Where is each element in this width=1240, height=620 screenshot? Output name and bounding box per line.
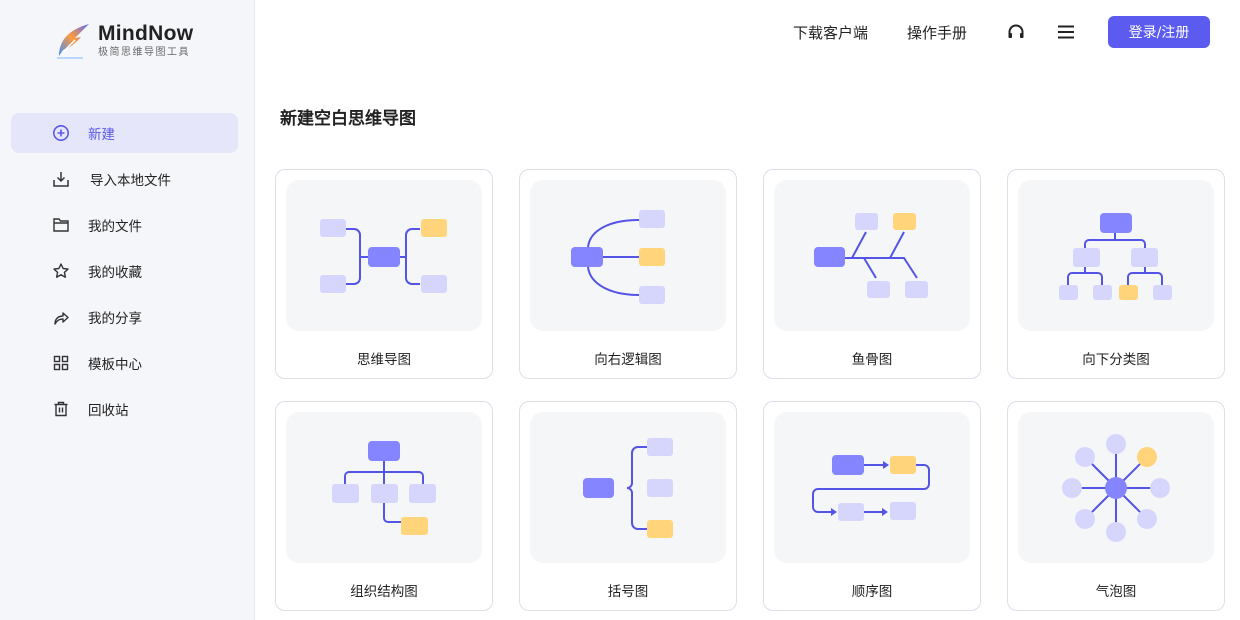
template-card-mind-map[interactable]: 思维导图 <box>275 169 493 379</box>
mind-map-preview-icon <box>286 180 482 331</box>
section-title: 新建空白思维导图 <box>280 109 416 129</box>
star-icon <box>52 262 70 280</box>
template-card-bubble[interactable]: 气泡图 <box>1007 401 1225 611</box>
template-card-bracket[interactable]: 括号图 <box>519 401 737 611</box>
sequence-preview-icon <box>774 412 970 563</box>
sidebar-item-label: 模板中心 <box>88 357 142 373</box>
bubble-preview-icon <box>1018 412 1214 563</box>
template-card-right-logic[interactable]: 向右逻辑图 <box>519 169 737 379</box>
template-card-down-classification[interactable]: 向下分类图 <box>1007 169 1225 379</box>
template-label: 顺序图 <box>851 584 893 600</box>
bracket-preview-icon <box>530 412 726 563</box>
sidebar-item-new[interactable]: 新建 <box>11 113 238 153</box>
hamburger-menu-icon[interactable] <box>1056 22 1076 42</box>
top-bar: 下载客户端 操作手册 登录/注册 <box>793 16 1210 48</box>
download-client-link[interactable]: 下载客户端 <box>792 23 868 42</box>
sidebar-item-favorites[interactable]: 我的收藏 <box>11 251 238 291</box>
template-grid: 思维导图 向右逻 <box>275 169 1225 611</box>
template-grid-icon <box>52 354 70 372</box>
template-label: 向右逻辑图 <box>594 352 662 368</box>
sidebar-item-label: 我的分享 <box>88 311 142 327</box>
manual-link[interactable]: 操作手册 <box>906 23 967 42</box>
template-card-fishbone[interactable]: 鱼骨图 <box>763 169 981 379</box>
main-content: 下载客户端 操作手册 登录/注册 新建空白思维导图 <box>255 0 1240 620</box>
import-icon <box>52 170 70 188</box>
brand-name: MindNow <box>98 21 194 45</box>
brand-tagline: 极简思维导图工具 <box>98 46 190 58</box>
folder-icon <box>52 216 70 234</box>
template-label: 括号图 <box>607 584 649 600</box>
fishbone-preview-icon <box>774 180 970 331</box>
sidebar: MindNow 极简思维导图工具 新建 导入本地文件 我 <box>0 0 255 620</box>
sidebar-item-trash[interactable]: 回收站 <box>11 389 238 429</box>
template-label: 组织结构图 <box>350 584 418 600</box>
down-classification-preview-icon <box>1018 180 1214 331</box>
logo[interactable]: MindNow 极简思维导图工具 <box>53 20 193 60</box>
template-label: 鱼骨图 <box>851 352 893 368</box>
feather-logo-icon <box>57 24 89 59</box>
org-chart-preview-icon <box>286 412 482 563</box>
login-register-button[interactable]: 登录/注册 <box>1108 16 1210 48</box>
right-logic-preview-icon <box>530 180 726 331</box>
template-label: 思维导图 <box>357 352 411 368</box>
plus-circle-icon <box>52 124 70 142</box>
sidebar-item-my-files[interactable]: 我的文件 <box>11 205 238 245</box>
sidebar-item-import[interactable]: 导入本地文件 <box>11 159 238 199</box>
share-icon <box>52 308 70 326</box>
sidebar-item-label: 回收站 <box>88 403 129 419</box>
sidebar-item-templates[interactable]: 模板中心 <box>11 343 238 383</box>
template-card-org-chart[interactable]: 组织结构图 <box>275 401 493 611</box>
sidebar-nav: 新建 导入本地文件 我的文件 我的收藏 <box>11 113 238 435</box>
sidebar-item-shares[interactable]: 我的分享 <box>11 297 238 337</box>
template-card-sequence[interactable]: 顺序图 <box>763 401 981 611</box>
sidebar-item-label: 我的收藏 <box>88 265 142 281</box>
template-label: 向下分类图 <box>1082 352 1150 368</box>
headset-icon[interactable] <box>1006 22 1026 42</box>
trash-icon <box>52 400 70 418</box>
sidebar-item-label: 导入本地文件 <box>90 173 171 189</box>
sidebar-item-label: 新建 <box>88 127 115 143</box>
sidebar-item-label: 我的文件 <box>88 219 142 235</box>
template-label: 气泡图 <box>1095 584 1137 600</box>
